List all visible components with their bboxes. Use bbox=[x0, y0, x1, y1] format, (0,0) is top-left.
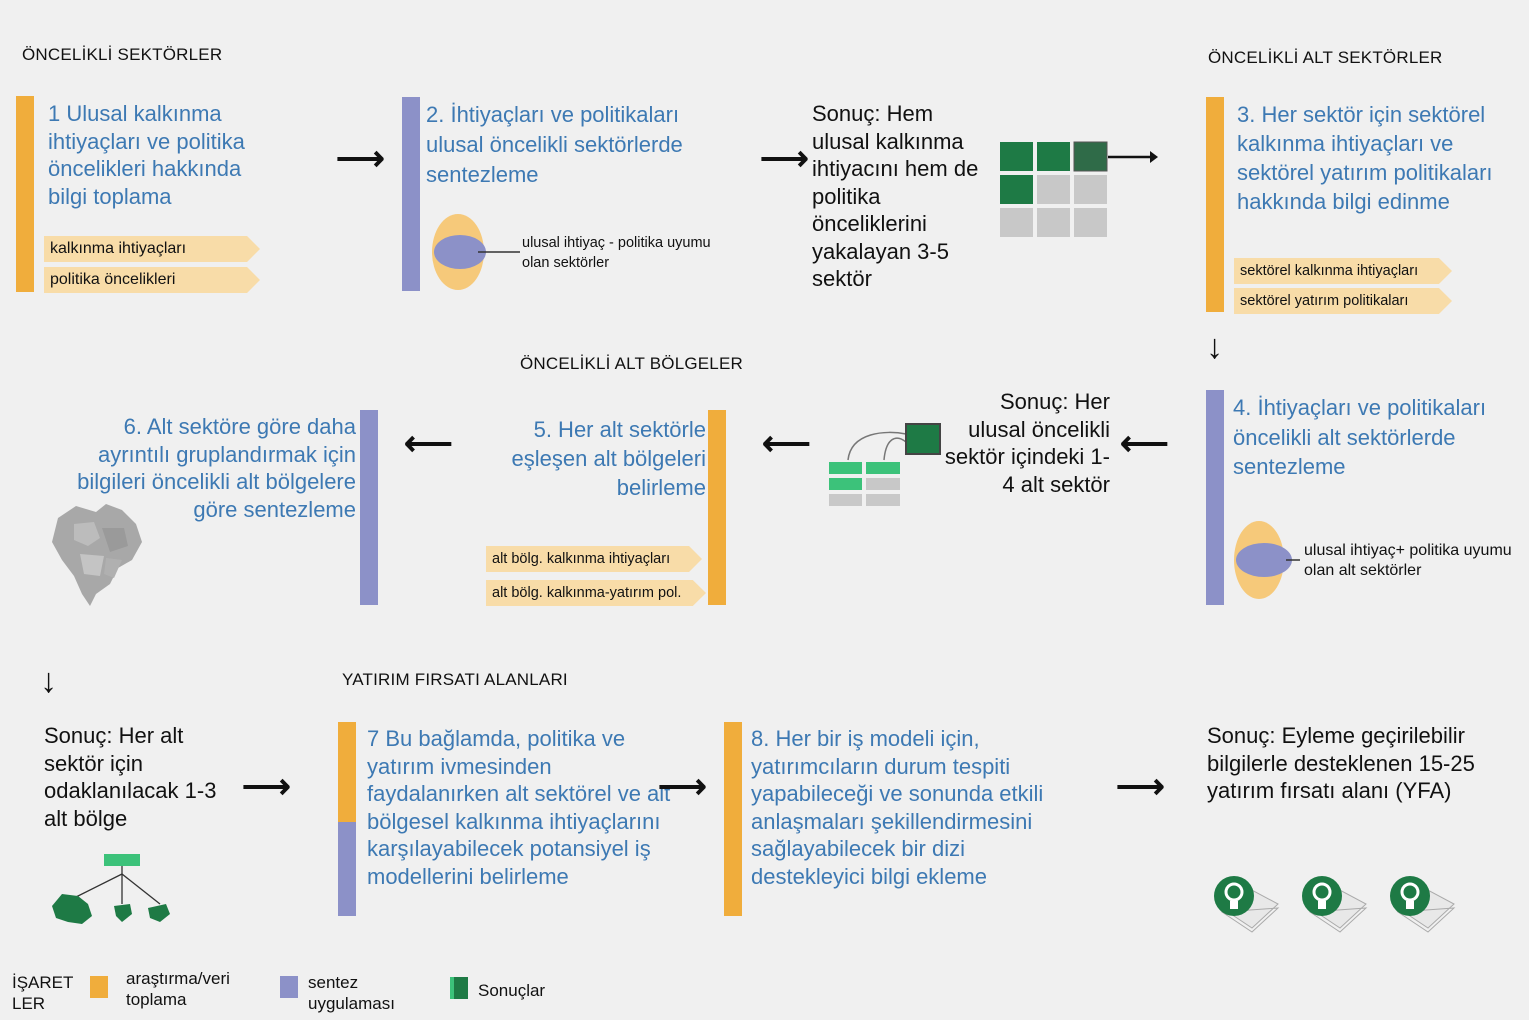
sector-grid-icon bbox=[1000, 141, 1158, 237]
result-1-text: Sonuç: Hem ulusal kalkınma ihtiyacını he… bbox=[812, 101, 979, 291]
legend-results-label: Sonuçlar bbox=[478, 981, 546, 1000]
arrow-right-icon: ⟶ bbox=[658, 768, 707, 806]
venn-icon bbox=[432, 214, 520, 290]
synthesis-bar bbox=[402, 97, 420, 291]
lightbulb-icons bbox=[1214, 876, 1456, 933]
step-7-text: 7 Bu bağlamda, politika ve yatırım ivmes… bbox=[367, 726, 671, 889]
step-6-text: 6. Alt sektöre göre daha ayrıntılı grupl… bbox=[77, 414, 356, 522]
legend-research-label: araştırma/veri toplama bbox=[126, 969, 230, 1009]
tag-policy-priorities: politika öncelikleri bbox=[44, 267, 260, 293]
research-bar bbox=[338, 722, 356, 822]
synthesis-bar bbox=[1206, 390, 1224, 605]
result-2-text: Sonuç: Her ulusal öncelikli sektör içind… bbox=[944, 389, 1110, 497]
step-4-text: 4. İhtiyaçları ve politikaları öncelikli… bbox=[1233, 395, 1487, 479]
step-8-text: 8. Her bir iş modeli için, yatırımcıları… bbox=[751, 726, 1044, 889]
map-icon bbox=[52, 504, 142, 606]
arrow-down-icon: ↓ bbox=[1206, 328, 1223, 366]
step-5-text: 5. Her alt sektörle eşleşen alt bölgeler… bbox=[511, 417, 706, 500]
legend-research-swatch bbox=[90, 976, 108, 998]
section-priority-subsectors: ÖNCELİKLİ ALT SEKTÖRLER bbox=[1208, 48, 1443, 67]
venn-icon bbox=[1234, 521, 1300, 599]
subsector-grid-icon bbox=[829, 423, 941, 506]
tag-development-needs: kalkınma ihtiyaçları bbox=[44, 236, 260, 262]
region-tree-icon bbox=[52, 854, 170, 924]
result-4-text: Sonuç: Eyleme geçirilebilir bilgilerle d… bbox=[1207, 723, 1475, 803]
tag-sector-needs: sektörel kalkınma ihtiyaçları bbox=[1234, 258, 1452, 284]
legend-synthesis-swatch bbox=[280, 976, 298, 998]
step-2-text: 2. İhtiyaçları ve politikaları ulusal ön… bbox=[426, 102, 683, 187]
section-priority-subregions: ÖNCELİKLİ ALT BÖLGELER bbox=[520, 354, 743, 373]
arrow-left-icon: ⟵ bbox=[762, 425, 811, 463]
tag-subregion-needs: alt bölg. kalkınma ihtiyaçları bbox=[486, 546, 702, 572]
arrow-right-icon: ⟶ bbox=[336, 140, 385, 178]
arrow-left-icon: ⟵ bbox=[1120, 425, 1169, 463]
arrow-right-icon: ⟶ bbox=[1116, 768, 1165, 806]
section-priority-sectors: ÖNCELİKLİ SEKTÖRLER bbox=[22, 45, 223, 64]
legend-synthesis-label: sentez uygulaması bbox=[308, 973, 395, 1013]
step-3-text: 3. Her sektör için sektörel kalkınma iht… bbox=[1237, 102, 1493, 214]
result-3-text: Sonuç: Her alt sektör için odaklanılacak… bbox=[44, 723, 217, 831]
arrow-right-icon: ⟶ bbox=[242, 768, 291, 806]
synthesis-bar bbox=[360, 410, 378, 605]
step-1-text: 1 Ulusal kalkınma ihtiyaçları ve politik… bbox=[48, 101, 245, 209]
section-investment-areas: YATIRIM FIRSATI ALANLARI bbox=[342, 670, 568, 689]
note-sector-fit: ulusal ihtiyaç - politika uyumu olan sek… bbox=[522, 235, 711, 271]
tag-sector-policies: sektörel yatırım politikaları bbox=[1234, 288, 1452, 314]
arrow-left-icon: ⟵ bbox=[404, 425, 453, 463]
research-bar bbox=[724, 722, 742, 916]
legend-results-swatch bbox=[450, 977, 468, 999]
arrow-right-icon: ⟶ bbox=[760, 140, 809, 178]
research-bar bbox=[1206, 97, 1224, 312]
tag-subregion-policies: alt bölg. kalkınma-yatırım pol. bbox=[486, 580, 706, 606]
legend-title: İŞARET LER bbox=[12, 973, 74, 1013]
note-subsector-fit: ulusal ihtiyaç+ politika uyumu olan alt … bbox=[1304, 542, 1512, 579]
research-bar bbox=[16, 96, 34, 292]
synthesis-bar bbox=[338, 822, 356, 916]
arrow-down-icon: ↓ bbox=[40, 662, 57, 700]
research-bar bbox=[708, 410, 726, 605]
